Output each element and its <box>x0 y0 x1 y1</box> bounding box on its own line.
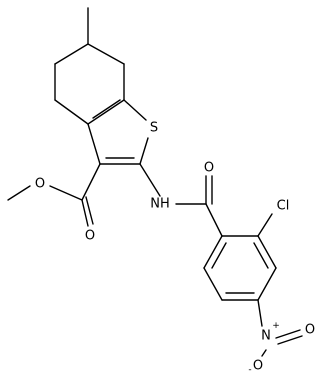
bond-benz-2 <box>257 235 277 269</box>
atom-nitro-oxygen-double: O <box>305 323 315 338</box>
atom-ester-carbonyl-oxygen: O <box>85 229 95 244</box>
nitro-oxygen-charge: - <box>248 365 251 375</box>
atom-amide-oxygen: O <box>204 161 214 176</box>
bond-skeleton <box>7 7 303 357</box>
atom-nitro-oxygen-single: O <box>253 359 263 374</box>
bond-thiophene-c3a-c7a-inner <box>92 99 121 119</box>
bond-benz-6 <box>203 235 223 269</box>
bond-benz-cl <box>257 213 273 237</box>
bond-ester-co-a <box>81 199 89 227</box>
atom-labels: S O O NH O Cl N + O O - <box>35 121 315 376</box>
atom-nitro-nitrogen: N <box>261 329 271 344</box>
bond-thiophene-c3-c3a <box>87 123 101 165</box>
atom-amide-nitrogen: NH <box>150 197 170 212</box>
bond-ring6-a <box>54 43 89 65</box>
bond-nitro-o-single <box>261 349 267 357</box>
bond-ester-co-b <box>85 196 94 225</box>
bond-nitro-o-double-b <box>277 335 303 345</box>
bond-ester-o-methyl <box>7 185 31 201</box>
bond-nitro-o-double-a <box>275 329 301 339</box>
bond-ring6-d <box>87 43 125 65</box>
bond-benz-5 <box>203 267 223 301</box>
bond-c2-nh <box>139 163 161 197</box>
bond-benz-no2 <box>257 299 263 327</box>
bond-amide-c-aryl <box>205 203 223 237</box>
bond-benz-6-inner <box>211 242 227 269</box>
bond-ring6-c <box>54 99 89 125</box>
nitro-nitrogen-charge: + <box>272 321 280 331</box>
bond-ester-c-o <box>49 185 83 201</box>
atom-chlorine: Cl <box>277 199 290 214</box>
bond-benz-3 <box>257 267 277 301</box>
atom-sulfur: S <box>150 121 158 136</box>
bond-thiophene-c3a-c7a <box>87 99 125 125</box>
bond-thiophene-s-c2 <box>139 137 149 165</box>
bond-thiophene-c7a-s <box>123 99 147 121</box>
bond-c3-ester-c <box>81 163 101 201</box>
bond-benz-2-inner <box>253 242 269 269</box>
atom-ester-ether-oxygen: O <box>35 177 45 192</box>
